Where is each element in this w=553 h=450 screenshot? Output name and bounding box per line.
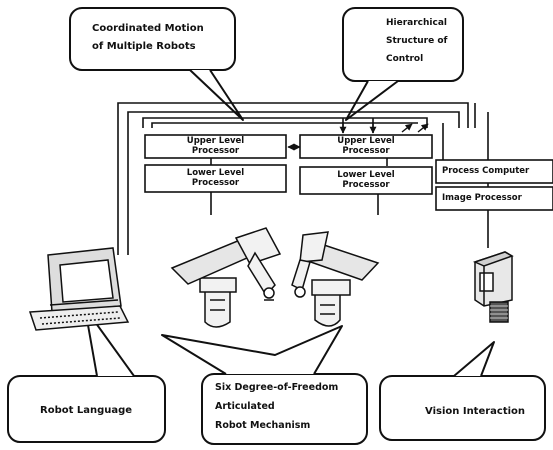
image-processor-box [435, 186, 553, 211]
coordinated-motion-label-1: Coordinated Motion [92, 23, 204, 34]
lower-level-processor-right-label-2: Processor [342, 180, 390, 190]
lower-level-processor-right-label-1: Lower Level [337, 170, 395, 180]
lower-level-processor-left-label-2: Processor [191, 178, 240, 188]
robot-language-callout [7, 375, 166, 443]
process-computer-box [435, 159, 553, 184]
six-dof-label-3: Robot Mechanism [215, 420, 311, 431]
upper-level-processor-right [299, 134, 433, 159]
lower-level-processor-left [144, 164, 287, 193]
coordinated-motion-pointer [189, 69, 244, 121]
coordinated-motion-callout [69, 7, 236, 71]
camera-icon [472, 251, 514, 323]
hierarchical-control-label-2: Structure of [386, 36, 448, 46]
image-processor-label: Image Processor [442, 193, 522, 203]
upper-level-processor-right-label-1: Upper Level [337, 136, 395, 146]
six-dof-label-1: Six Degree-of-Freedom [215, 382, 339, 393]
vision-interaction-label: Vision Interaction [425, 406, 526, 417]
upper-level-processor-left-label-1: Upper Level [186, 136, 245, 146]
six-dof-pointer [161, 325, 343, 375]
robot-arm-left-icon [170, 227, 282, 328]
hierarchical-control-label-1: Hierarchical [386, 18, 447, 28]
vision-interaction-pointer [453, 341, 495, 377]
upper-level-processor-left-label-2: Processor [191, 146, 240, 156]
hierarchical-control-label-3: Control [386, 54, 424, 64]
upper-level-processor-right-label-2: Processor [342, 146, 390, 156]
hierarchical-control-callout [342, 7, 464, 82]
lower-level-processor-left-label-1: Lower Level [186, 168, 245, 178]
hierarchical-control-pointer [345, 80, 399, 121]
robot-arm-right-icon [291, 231, 380, 327]
six-dof-label-2: Articulated [215, 401, 275, 412]
upper-level-processor-left [144, 134, 287, 159]
robot-language-label: Robot Language [40, 405, 133, 416]
coordinated-motion-label-2: of Multiple Robots [92, 41, 196, 52]
wiring [117, 102, 489, 255]
process-computer-label: Process Computer [442, 166, 530, 176]
arrowheads [287, 122, 429, 151]
computer-terminal-icon [28, 247, 130, 331]
lower-level-processor-right [299, 166, 433, 195]
